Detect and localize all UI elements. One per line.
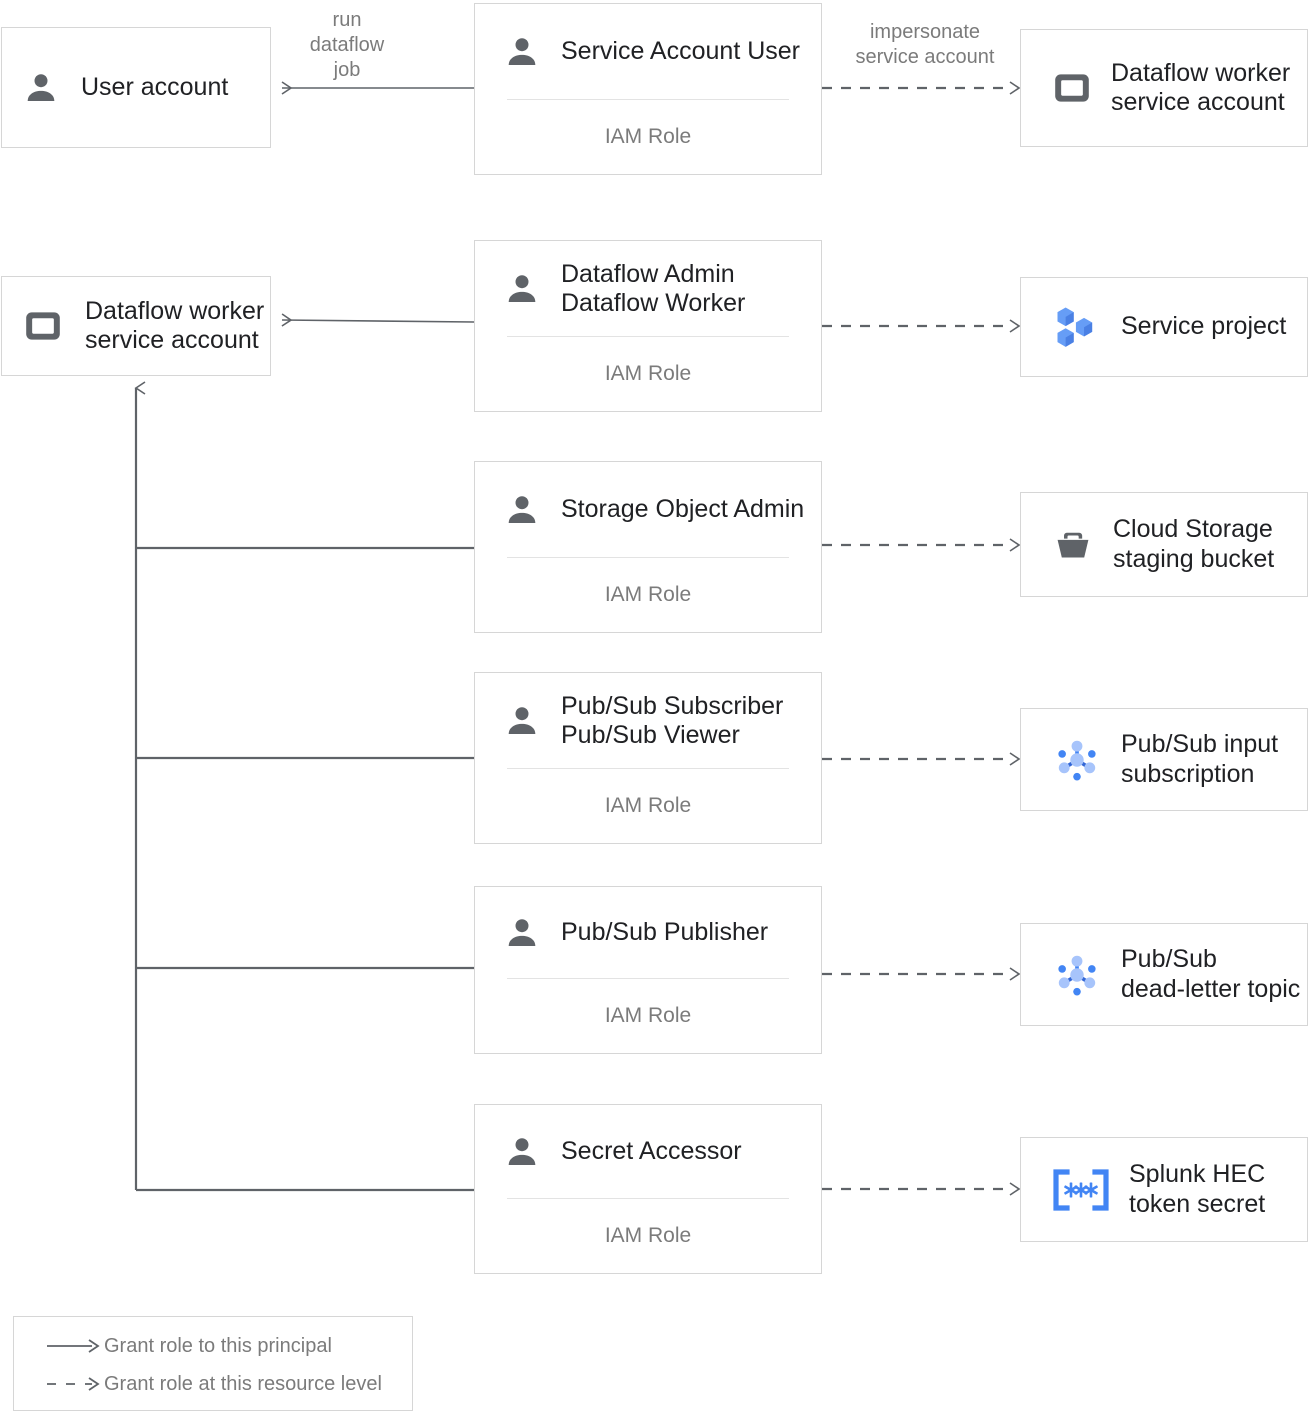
resource-label: Cloud Storage staging bucket	[1113, 515, 1275, 573]
role-card-divider	[507, 1198, 789, 1199]
resource-cloud-storage-staging-bucket[interactable]: Cloud Storage staging bucket	[1020, 492, 1308, 597]
principal-label: Dataflow worker service account	[85, 296, 265, 355]
resource-label: Pub/Sub input subscription	[1121, 730, 1279, 788]
pubsub-icon	[1058, 955, 1096, 995]
resource-splunk-hec-token-secret[interactable]: Splunk HEC token secret	[1020, 1137, 1308, 1242]
role-card-title: Secret Accessor	[561, 1137, 742, 1165]
role-card-footer: IAM Role	[604, 1224, 692, 1247]
role-card-footer: IAM Role	[604, 583, 692, 606]
resource-label: Service project	[1121, 312, 1287, 341]
role-card-header: Secret Accessor	[475, 1105, 821, 1198]
role-card-header: Pub/Sub Subscriber Pub/Sub Viewer	[475, 673, 821, 768]
role-card-title: Service Account User	[561, 37, 800, 65]
cloud-storage-bucket-icon	[1057, 532, 1089, 557]
resource-pubsub-dead-letter-topic[interactable]: Pub/Sub dead-letter topic	[1020, 923, 1308, 1026]
resource-service-project[interactable]: Service project	[1020, 277, 1308, 377]
secret-manager-icon	[1053, 1168, 1109, 1211]
resource-label: Pub/Sub dead-letter topic	[1121, 945, 1301, 1003]
role-card-divider	[507, 336, 789, 337]
role-card-dataflow-admin[interactable]: Dataflow Admin Dataflow Worker IAM Role	[474, 240, 822, 412]
person-icon	[508, 37, 536, 65]
role-card-header: Pub/Sub Publisher	[475, 887, 821, 978]
role-card-divider	[507, 978, 789, 979]
role-card-pubsub-publisher[interactable]: Pub/Sub Publisher IAM Role	[474, 886, 822, 1054]
role-card-footer: IAM Role	[604, 1004, 692, 1027]
edge-dataflow-admin-to-principal	[281, 313, 475, 327]
role-card-service-account-user[interactable]: Service Account User IAM Role	[474, 3, 822, 175]
edge-label-run-dataflow-job: run dataflow job	[309, 9, 385, 81]
role-card-title: Dataflow Admin Dataflow Worker	[561, 259, 746, 317]
resource-dataflow-worker-service-account[interactable]: Dataflow worker service account	[1020, 29, 1308, 147]
service-account-icon	[26, 312, 60, 340]
role-card-storage-object-admin[interactable]: Storage Object Admin IAM Role	[474, 461, 822, 633]
role-card-footer: IAM Role	[604, 362, 692, 385]
project-icon	[1057, 307, 1093, 347]
principal-dataflow-worker-service-account[interactable]: Dataflow worker service account	[1, 276, 271, 376]
resource-pubsub-input-subscription[interactable]: Pub/Sub input subscription	[1020, 708, 1308, 811]
role-card-header: Storage Object Admin	[475, 462, 821, 557]
role-card-divider	[507, 768, 789, 769]
role-card-header: Dataflow Admin Dataflow Worker	[475, 241, 821, 336]
person-icon	[508, 706, 536, 734]
dashed-arrow-icon	[47, 1377, 100, 1391]
principal-label: User account	[81, 72, 229, 101]
legend-item-grant-role-to-principal: Grant role to this principal	[44, 1331, 332, 1361]
role-card-secret-accessor[interactable]: Secret Accessor IAM Role	[474, 1104, 822, 1274]
resource-label: Splunk HEC token secret	[1129, 1160, 1266, 1218]
role-card-pubsub-subscriber[interactable]: Pub/Sub Subscriber Pub/Sub Viewer IAM Ro…	[474, 672, 822, 844]
person-icon	[508, 1137, 536, 1165]
role-card-divider	[507, 557, 789, 558]
legend: Grant role to this principal Grant role …	[13, 1316, 413, 1411]
pubsub-icon	[1058, 740, 1096, 780]
principal-user-account[interactable]: User account	[1, 27, 271, 148]
person-icon	[508, 495, 536, 523]
role-card-title: Pub/Sub Subscriber Pub/Sub Viewer	[561, 691, 784, 749]
edge-label-impersonate-service-account: impersonate service account	[855, 21, 995, 68]
person-icon	[508, 918, 536, 946]
role-card-header: Service Account User	[475, 4, 821, 99]
role-card-divider	[507, 99, 789, 100]
service-account-icon	[1055, 74, 1089, 102]
solid-arrow-icon	[47, 1339, 100, 1353]
resource-label: Dataflow worker service account	[1111, 58, 1291, 117]
legend-label: Grant role at this resource level	[104, 1372, 382, 1395]
legend-label: Grant role to this principal	[104, 1334, 332, 1357]
role-card-title: Storage Object Admin	[561, 495, 805, 523]
person-icon	[27, 73, 55, 101]
legend-item-grant-role-at-resource-level: Grant role at this resource level	[44, 1369, 382, 1399]
role-card-footer: IAM Role	[604, 125, 692, 148]
role-card-title: Pub/Sub Publisher	[561, 918, 769, 946]
role-card-footer: IAM Role	[604, 794, 692, 817]
person-icon	[508, 274, 536, 302]
